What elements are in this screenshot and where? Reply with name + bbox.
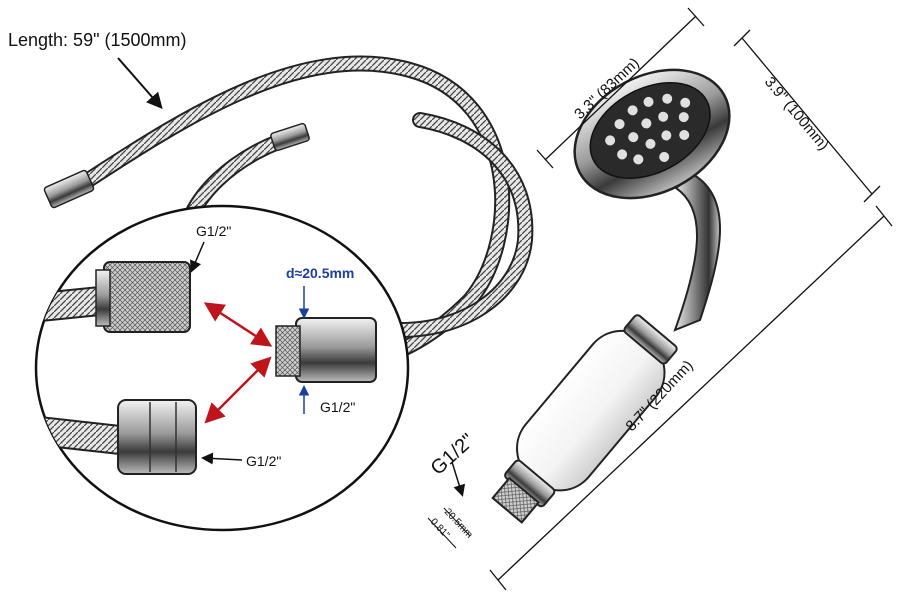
connect-arrow-bottom	[204, 356, 272, 424]
bottom-hex-nut	[117, 399, 197, 475]
adapter-thread-label: G1/2"	[320, 399, 355, 415]
hose-length-leader	[117, 57, 163, 110]
hose-end-fitting-left	[43, 169, 95, 209]
head-height-label: 3.9" (100mm)	[761, 74, 832, 154]
hand-shower	[491, 68, 731, 524]
top-fitting-label: G1/2"	[196, 223, 231, 239]
shower-neck	[673, 173, 721, 332]
head-height-dimension: 3.9" (100mm)	[733, 29, 881, 203]
handset-thread-label: G1/2"	[427, 430, 479, 480]
handle-thread	[491, 476, 540, 524]
connect-arrow-top	[203, 302, 273, 347]
bottom-fitting-label: G1/2"	[246, 453, 281, 469]
hose-length-label: Length: 59" (1500mm)	[8, 30, 187, 50]
thread-adapter	[275, 317, 377, 383]
adapter-diameter-label: d≈20.5mm	[286, 265, 354, 281]
handle-top-collar	[623, 314, 678, 365]
handset-thread-leader	[451, 461, 466, 497]
top-hose-nut	[103, 261, 191, 333]
thread-diameter-dimension: 20.5mm 0.81"	[427, 507, 474, 549]
hose-end-fitting-right	[270, 122, 310, 152]
fitting-detail-inset: G1/2" G1/2" d≈20.5mm G1/2"	[34, 204, 410, 532]
